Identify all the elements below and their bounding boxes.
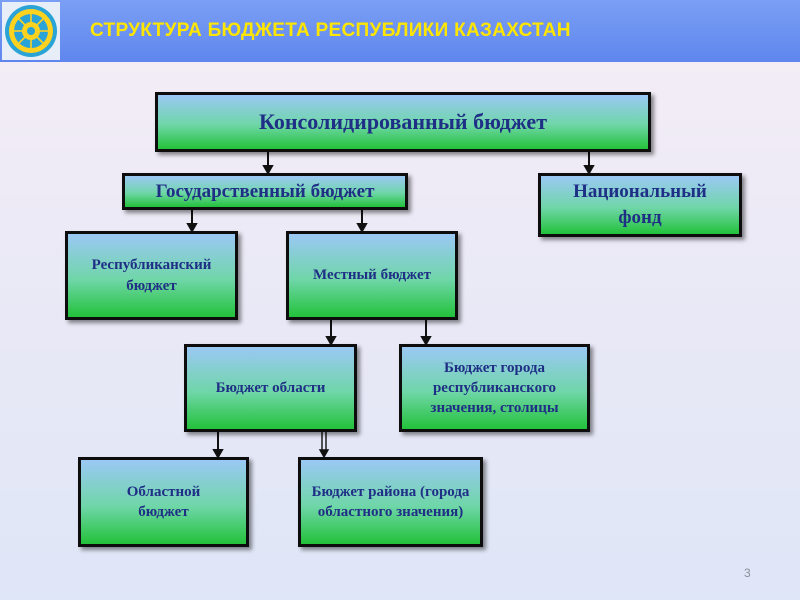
kazakhstan-emblem-icon	[2, 2, 60, 60]
header-bar: СТРУКТУРА БЮДЖЕТА РЕСПУБЛИКИ КАЗАХСТАН	[0, 0, 800, 62]
state-budget-label: Государственный бюджет	[155, 180, 375, 202]
city-budget-label: Бюджет города республиканского значения,…	[430, 359, 559, 417]
consolidated-budget-label: Консолидированный бюджет	[258, 109, 548, 135]
republican-budget-label: Республиканский бюджет	[91, 257, 212, 294]
district-budget-label: Бюджет района (города областного значени…	[311, 483, 470, 520]
local-budget-node: Местный бюджет	[286, 231, 458, 320]
national-fund-node: Национальный фонд	[538, 173, 742, 237]
city-budget-node: Бюджет города республиканского значения,…	[399, 344, 590, 432]
republican-budget-node: Республиканский бюджет	[65, 231, 238, 320]
oblast-level-budget-label: Областной бюджет	[126, 483, 201, 520]
local-budget-label: Местный бюджет	[313, 267, 431, 284]
page-number: 3	[744, 566, 751, 580]
national-fund-label: Национальный фонд	[573, 181, 707, 228]
oblast-level-budget-node: Областной бюджет	[78, 457, 249, 547]
page-title: СТРУКТУРА БЮДЖЕТА РЕСПУБЛИКИ КАЗАХСТАН	[90, 20, 571, 41]
state-budget-node: Государственный бюджет	[122, 173, 408, 210]
oblast-budget-node: Бюджет области	[184, 344, 357, 432]
consolidated-budget-node: Консолидированный бюджет	[155, 92, 651, 152]
district-budget-node: Бюджет района (города областного значени…	[298, 457, 483, 547]
oblast-budget-label: Бюджет области	[215, 379, 326, 396]
